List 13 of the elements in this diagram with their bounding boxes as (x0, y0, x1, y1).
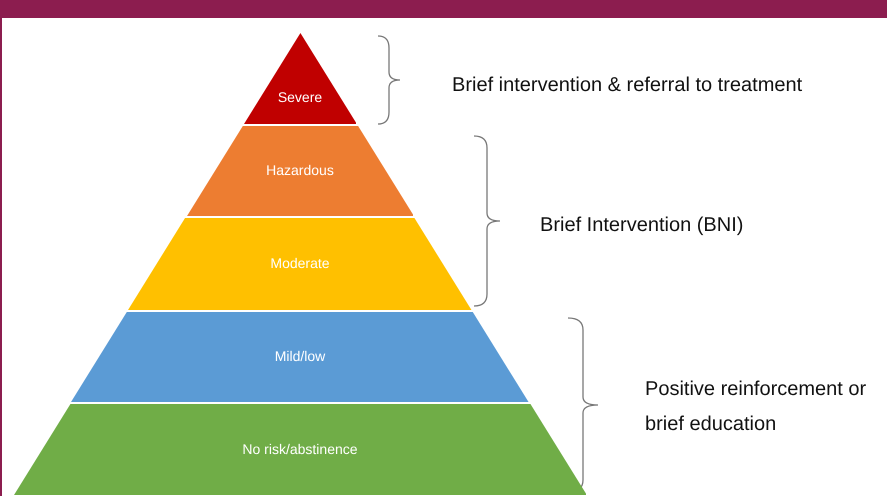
band-label: Moderate (269, 255, 331, 271)
mild-band (71, 312, 529, 402)
bracket-label: Brief Intervention (BNI) (540, 213, 744, 238)
hazardous-band (186, 126, 414, 216)
severe-band (244, 33, 356, 124)
band-label: No risk/abstinence (241, 440, 359, 456)
no-risk-band (14, 404, 586, 495)
bracket-label: Positive reinforcement or brief education (645, 377, 868, 437)
bracket-label: Brief intervention & referral to treatment (452, 73, 804, 98)
band-label: Mild/low (274, 348, 326, 364)
band-label: Hazardous (265, 162, 335, 178)
band-label: Severe (276, 89, 324, 106)
moderate-band (128, 218, 472, 310)
